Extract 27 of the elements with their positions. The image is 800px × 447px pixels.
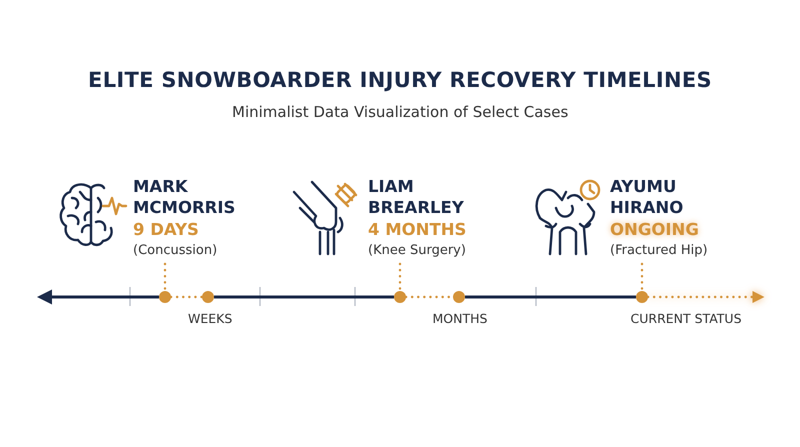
- leader-line: [640, 262, 644, 292]
- axis-label: MONTHS: [432, 311, 488, 326]
- athlete-name: MARK MCMORRIS: [133, 176, 236, 218]
- title: ELITE SNOWBOARDER INJURY RECOVERY TIMELINES: [87, 68, 713, 92]
- recovery-duration: 4 MONTHS: [368, 219, 466, 241]
- timeline-dot: [159, 291, 171, 303]
- recovery-duration: ONGOING: [610, 219, 699, 241]
- timeline-arrow: [646, 291, 764, 303]
- injury-type: (Concussion): [133, 242, 218, 260]
- timeline-dot: [202, 291, 214, 303]
- timeline-segment: [170, 296, 204, 298]
- timeline-dot: [636, 291, 648, 303]
- injury-type: (Fractured Hip): [610, 242, 708, 260]
- timeline-segment: [465, 296, 636, 298]
- athlete-name: LIAM BREARLEY: [368, 176, 465, 218]
- subtitle: Minimalist Data Visualization of Select Cases: [232, 103, 568, 121]
- timeline-dot: [394, 291, 406, 303]
- axis-label: WEEKS: [188, 311, 232, 326]
- leader-line: [164, 262, 166, 292]
- timeline-dot: [453, 291, 465, 303]
- injury-type: (Knee Surgery): [368, 242, 466, 260]
- athlete-name: AYUMU HIRANO: [610, 176, 684, 218]
- axis-label: CURRENT STATUS: [630, 311, 742, 326]
- leader-line: [398, 262, 402, 292]
- timeline-arrow: [37, 290, 159, 304]
- recovery-duration: 9 DAYS: [133, 219, 199, 241]
- timeline-segment: [214, 296, 394, 298]
